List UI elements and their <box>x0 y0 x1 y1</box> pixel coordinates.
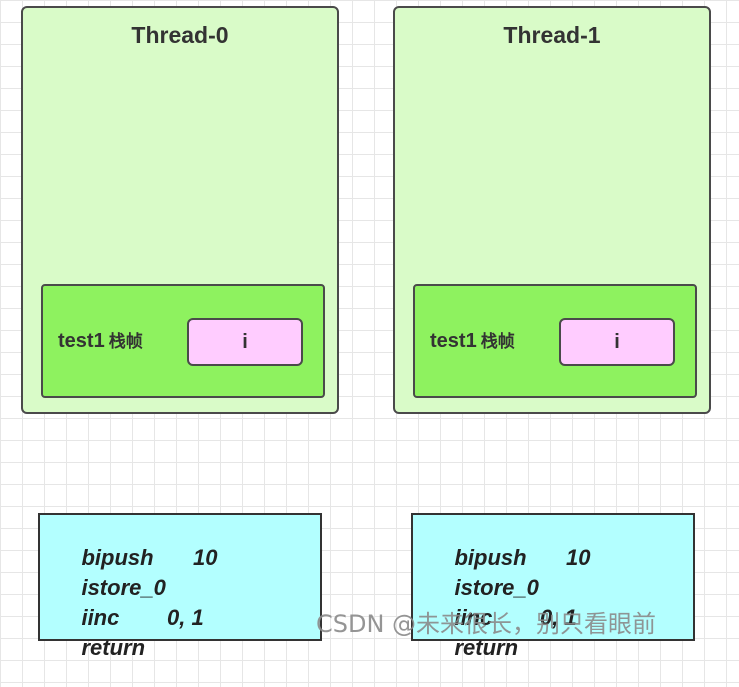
frame-method-name: test1 <box>58 330 105 352</box>
opcode: bipush <box>454 545 527 570</box>
opcode: return <box>81 635 146 660</box>
opcode: istore_0 <box>454 575 539 600</box>
bytecode-line: return <box>57 609 145 687</box>
bytecode-line: iinc 0, 1 <box>430 579 576 657</box>
bytecode-line: bipush 10 <box>57 519 217 597</box>
csdn-watermark: CSDN @未来很长，别只看眼前 <box>316 610 657 638</box>
bytecode-line: bipush 10 <box>430 519 590 597</box>
bytecode-line: istore_0 <box>430 549 539 627</box>
opcode: iinc <box>81 605 120 630</box>
operand: 0, 1 <box>540 605 577 630</box>
bytecode-box-0: bipush 10 istore_0 iinc 0, 1 return <box>38 513 322 660</box>
frame-method-name: test1 <box>430 330 477 352</box>
bytecode-line: iinc 0, 1 <box>57 579 203 657</box>
frame-suffix: 栈帧 <box>480 332 515 352</box>
operand: 10 <box>566 545 591 570</box>
thread-title: Thread-0 <box>131 22 229 48</box>
frame-suffix: 栈帧 <box>108 332 143 352</box>
opcode: istore_0 <box>81 575 166 600</box>
operand: 10 <box>193 545 218 570</box>
thread-title: Thread-1 <box>503 22 601 48</box>
opcode: iinc <box>454 605 493 630</box>
local-variable-slot: i <box>559 318 675 366</box>
opcode: bipush <box>81 545 154 570</box>
local-variable-slot: i <box>187 318 303 366</box>
operand: 0, 1 <box>167 605 204 630</box>
bytecode-line: istore_0 <box>57 549 166 627</box>
